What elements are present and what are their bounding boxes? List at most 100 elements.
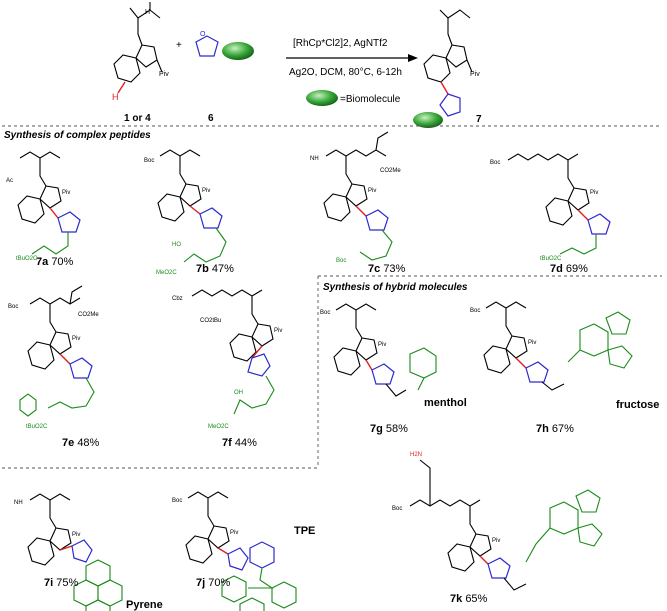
piv-label-7a: Piv: [62, 190, 70, 196]
reactant-indole: H Piv H: [112, 2, 169, 102]
legend-ellipse: [306, 90, 338, 106]
compound-yield-7d: 69%: [566, 263, 588, 275]
svg-text:7j 70%: 7j 70%: [196, 577, 230, 589]
compound-yield-7e: 48%: [77, 437, 99, 449]
svg-text:7f 44%: 7f 44%: [222, 437, 257, 449]
meo2c-label-7f: MeO2C: [208, 424, 229, 430]
name-tpe: TPE: [294, 525, 315, 537]
svg-text:7k 65%: 7k 65%: [450, 593, 488, 605]
h2n-label-7k: H2N: [410, 452, 422, 458]
svg-text:7e 48%: 7e 48%: [62, 437, 100, 449]
piv-label-7k: Piv: [492, 538, 500, 544]
section-hybrid-molecules: Synthesis of hybrid molecules: [323, 282, 468, 293]
cbz-label-7f: Cbz: [172, 296, 183, 302]
h-atom-label: H: [112, 92, 119, 102]
piv-label-7c: Piv: [368, 188, 376, 194]
compound-yield-7i: 75%: [56, 577, 78, 589]
compound-id-7b: 7b: [196, 263, 209, 275]
plus-sign: +: [176, 40, 182, 51]
svg-text:7i 75%: 7i 75%: [44, 577, 78, 589]
compound-id-7d: 7d: [550, 263, 563, 275]
structure-7d: Boc Piv tBuO2C: [490, 153, 611, 262]
product-label: 7: [476, 114, 482, 125]
svg-text:7g 58%: 7g 58%: [370, 423, 408, 435]
structure-7a: Ac Piv tBuO2C: [6, 151, 81, 262]
compound-yield-7k: 65%: [465, 593, 487, 605]
name-pyrene: Pyrene: [126, 599, 163, 611]
section-complex-peptides: Synthesis of complex peptides: [4, 130, 151, 141]
compound-labels: 7a 70% 7b 47% 7c 73% 7d 69% 7e 48% 7f 44…: [36, 256, 588, 605]
name-menthol: menthol: [424, 397, 467, 409]
o-label: O: [200, 31, 206, 38]
svg-text:7c 73%: 7c 73%: [368, 263, 406, 275]
compound-id-7j: 7j: [196, 577, 205, 589]
piv-label-7f: Piv: [274, 328, 282, 334]
compound-yield-7f: 44%: [235, 437, 257, 449]
piv-label-7h: Piv: [528, 340, 536, 346]
meo2c-label-7b: MeO2C: [156, 270, 177, 276]
svg-text:7d 69%: 7d 69%: [550, 263, 588, 275]
piv-label-7d: Piv: [590, 190, 598, 196]
ho-label-7b: HO: [172, 242, 181, 248]
piv-label-7i: Piv: [72, 532, 80, 538]
reagent-maleimide: O: [195, 31, 254, 60]
name-fructose: fructose: [616, 399, 659, 411]
structure-7b: Boc Piv HO MeO2C: [144, 149, 227, 276]
piv-label-7g: Piv: [378, 342, 386, 348]
tbuo2c-label-7d: tBuO2C: [540, 256, 562, 262]
compound-yield-7g: 58%: [386, 423, 408, 435]
reaction-arrow: [286, 54, 418, 62]
boc-label-7g: Boc: [320, 310, 330, 316]
compound-yield-7b: 47%: [212, 263, 234, 275]
svg-text:7h 67%: 7h 67%: [536, 423, 574, 435]
piv-label-7e: Piv: [72, 336, 80, 342]
legend-label: =Biomolecule: [340, 94, 401, 105]
boc-label-7d: Boc: [490, 160, 500, 166]
structure-7h: Boc Piv: [470, 301, 633, 391]
ac-label: Ac: [6, 178, 13, 184]
svg-text:7b 47%: 7b 47%: [196, 263, 234, 275]
compound-id-7c: 7c: [368, 263, 380, 275]
nh-label: H: [145, 9, 150, 16]
structure-7k: H2N Boc Piv: [392, 452, 603, 591]
compound-id-7f: 7f: [222, 437, 232, 449]
boc-label-7c: Boc: [336, 258, 346, 264]
piv-label-7j: Piv: [230, 530, 238, 536]
product-piv-label: Piv: [470, 71, 480, 78]
conditions-bottom: Ag2O, DCM, 80°C, 6-12h: [289, 67, 402, 78]
co2me-label-7c: CO2Me: [380, 168, 401, 174]
boc-label-7k: Boc: [392, 506, 402, 512]
reagent-label: 6: [208, 113, 214, 124]
piv-label-7b: Piv: [202, 188, 210, 194]
reactant-label: 1 or 4: [124, 113, 151, 124]
compound-id-7g: 7g: [370, 423, 383, 435]
boc-label-7h: Boc: [470, 308, 480, 314]
structure-7f: Cbz CO2tBu Piv OH MeO2C: [172, 289, 282, 430]
biomolecule-ellipse: [222, 42, 254, 60]
structure-7i: NH Piv: [14, 493, 123, 611]
compound-id-7e: 7e: [62, 437, 74, 449]
compound-id-7a: 7a: [36, 256, 49, 268]
tbuo2c-label-7a: tBuO2C: [16, 256, 38, 262]
nh-label-7c: NH: [310, 156, 319, 162]
boc-label-7e: Boc: [8, 304, 18, 310]
boc-label-7j: Boc: [172, 498, 182, 504]
structure-7e: Boc CO2Me Piv tBuO2C: [8, 285, 99, 430]
nh-label-7i: NH: [14, 500, 23, 506]
compound-id-7h: 7h: [536, 423, 549, 435]
compound-yield-7a: 70%: [51, 256, 73, 268]
structure-7g: Boc Piv: [320, 303, 437, 397]
compound-id-7k: 7k: [450, 593, 463, 605]
compound-id-7i: 7i: [44, 577, 53, 589]
oh-label-7f: OH: [234, 390, 243, 396]
co2me-label-7e: CO2Me: [78, 312, 99, 318]
compound-yield-7h: 67%: [552, 423, 574, 435]
structure-7c: NH CO2Me Piv Boc: [310, 131, 401, 264]
conditions-top: [RhCp*Cl2]2, AgNTf2: [293, 38, 388, 49]
tbuo2c-label-7e: tBuO2C: [26, 424, 48, 430]
compound-yield-7j: 70%: [208, 577, 230, 589]
structure-7j: Boc Piv: [172, 491, 297, 611]
svg-text:7a 70%: 7a 70%: [36, 256, 74, 268]
product-structure: Piv: [413, 9, 480, 128]
